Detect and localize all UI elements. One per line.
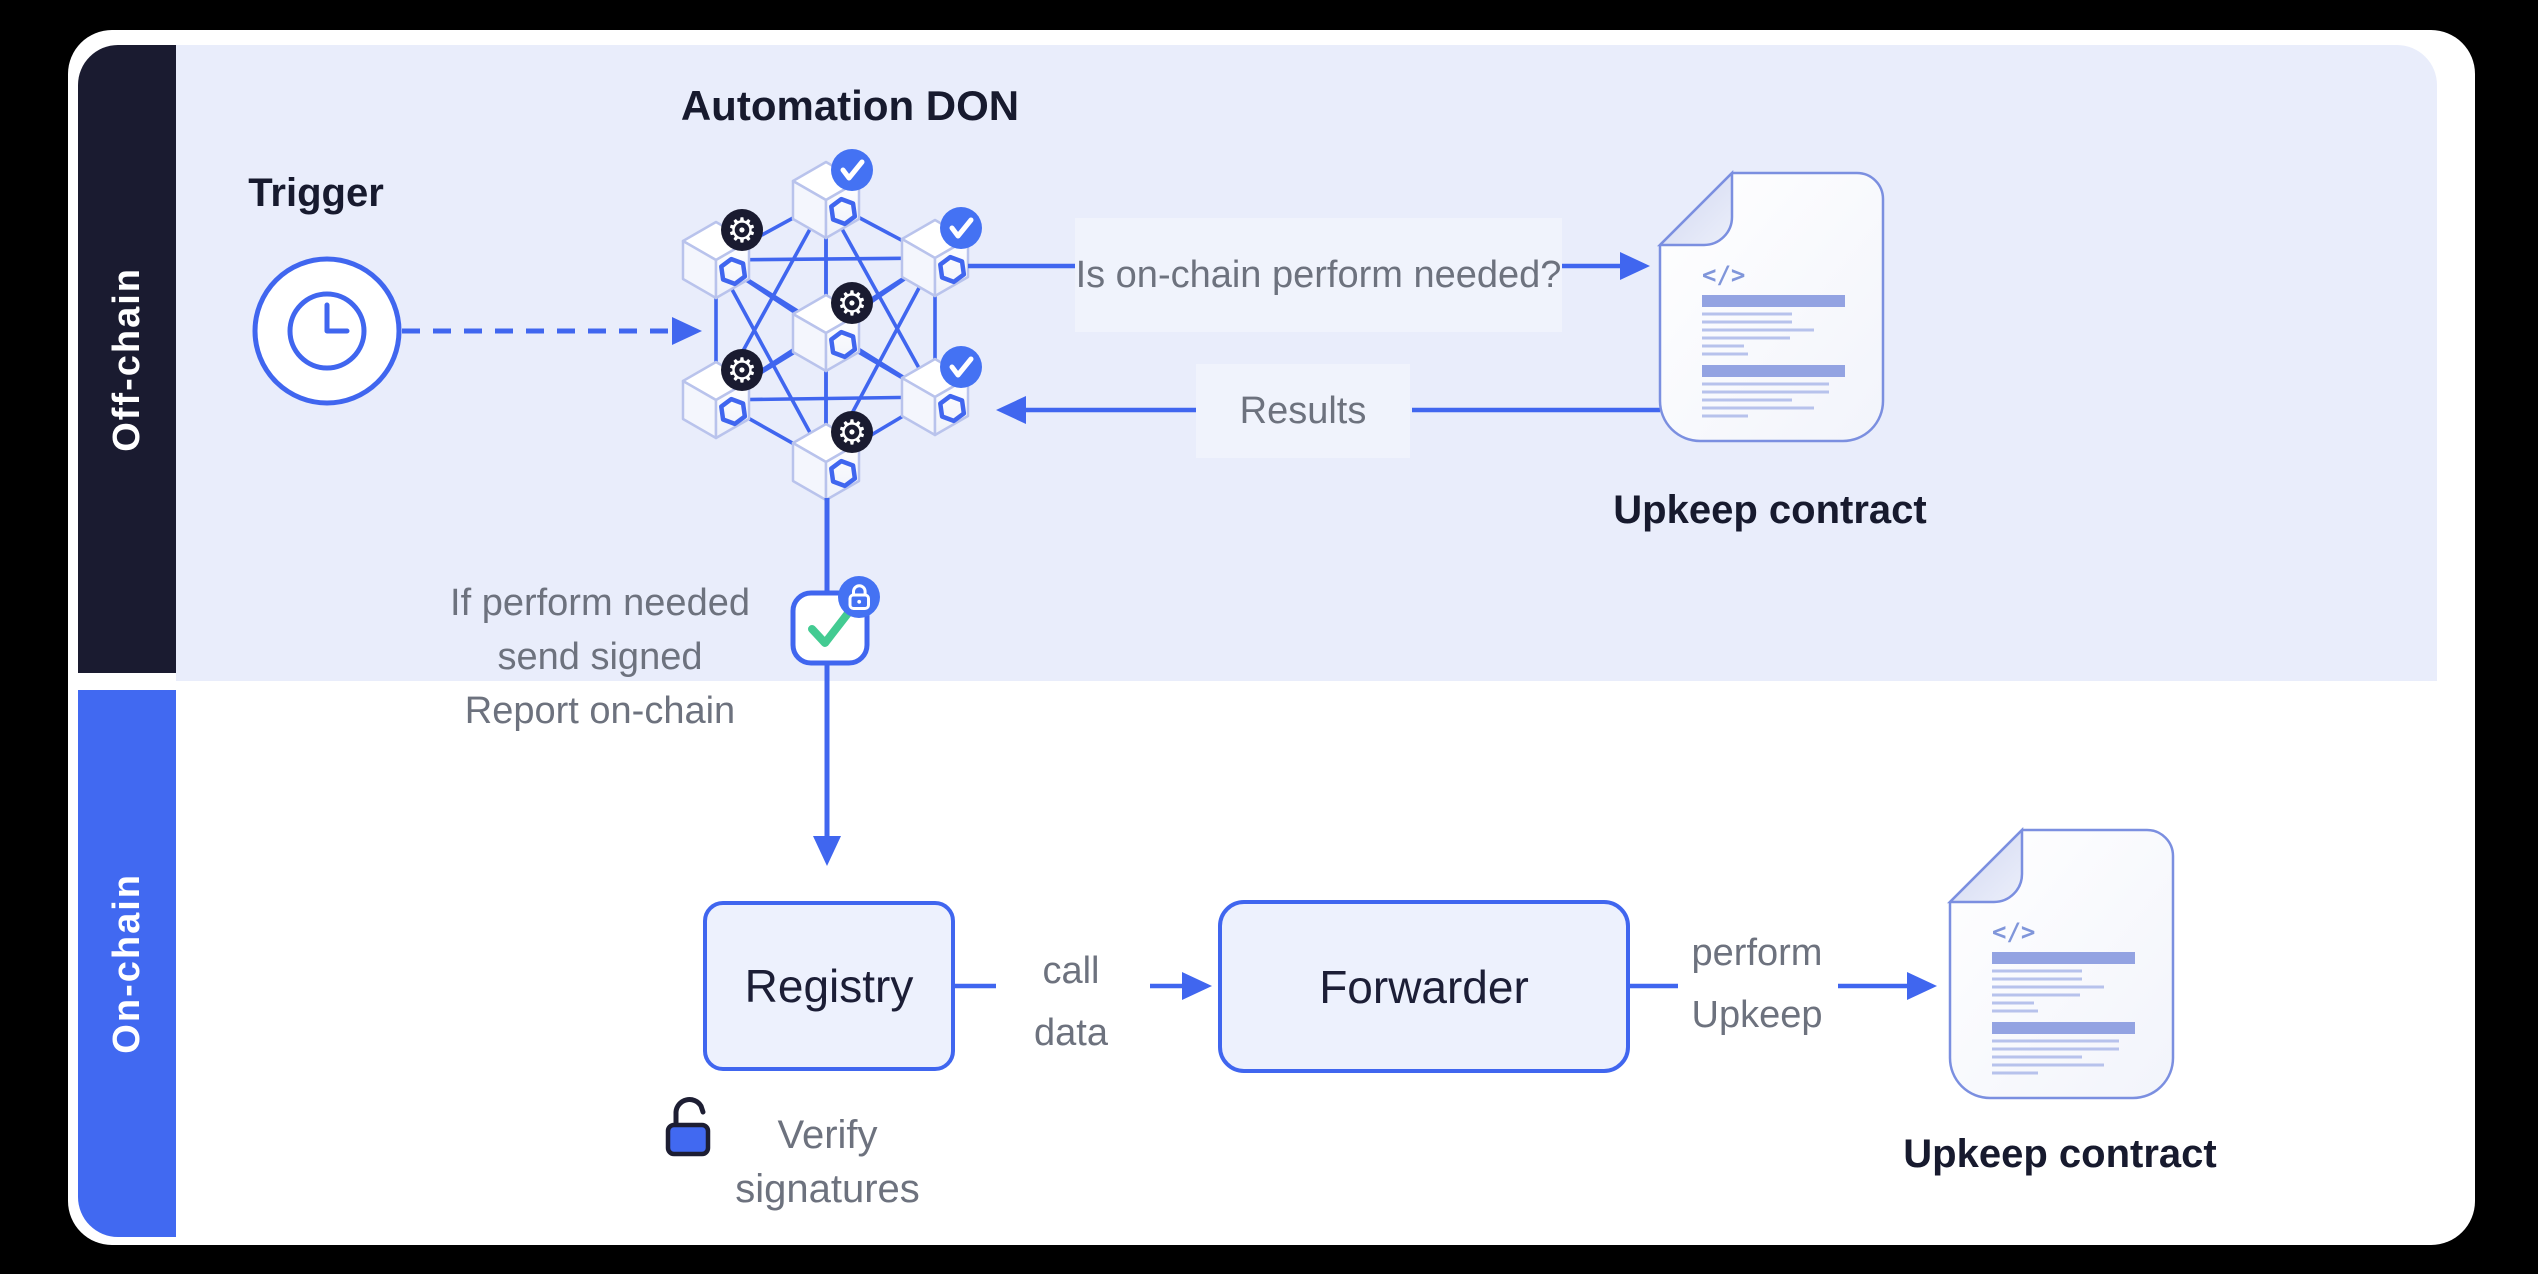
don-title: Automation DON [680, 82, 1020, 129]
report-arrow [813, 498, 841, 866]
clock-icon [252, 256, 402, 406]
upkeep-contract-label-bottom: Upkeep contract [1903, 1132, 2217, 1176]
trigger-arrow [402, 317, 702, 345]
verify-signatures-label: Verify signatures [735, 1113, 920, 1211]
upkeep-contract-label-top: Upkeep contract [1613, 488, 1927, 532]
don-node-cubes [683, 162, 968, 500]
question-connector [968, 252, 1650, 280]
question-perform-needed: Is on-chain perform needed? [1075, 218, 1562, 332]
offchain-section-background [176, 45, 2437, 681]
perform-upkeep-connector [1630, 972, 1937, 1000]
trigger-label: Trigger [248, 171, 384, 215]
registry-box: Registry [703, 901, 955, 1071]
forwarder-box: Forwarder [1218, 900, 1630, 1073]
results-label: Results [1196, 364, 1410, 458]
registry-label: Registry [744, 960, 914, 1012]
onchain-sidebar: On-chain [78, 690, 176, 1237]
call-data-label: call data [1034, 950, 1108, 1054]
open-padlock-icon [665, 1097, 711, 1157]
upkeep-document-icon-bottom [1948, 828, 2175, 1100]
lock-badge-icon [838, 576, 880, 618]
upkeep-document-icon-top [1658, 171, 1885, 443]
forwarder-label: Forwarder [1319, 960, 1529, 1013]
signed-report-icon [790, 576, 880, 666]
perform-upkeep-label: perform Upkeep [1691, 932, 1823, 1036]
offchain-sidebar: Off-chain [78, 45, 176, 673]
call-data-connector [955, 972, 1212, 1000]
results-connector [996, 396, 1660, 424]
report-note: If perform needed send signed Report on-… [450, 582, 750, 732]
